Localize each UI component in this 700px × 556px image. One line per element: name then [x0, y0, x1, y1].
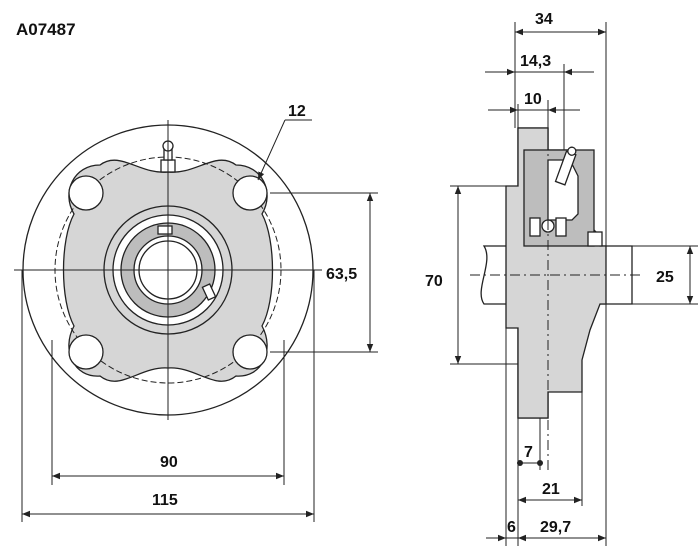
dim-offset-b: 21 — [542, 481, 560, 498]
dim-shaft-diameter: 25 — [656, 269, 674, 286]
side-view: 34 14,3 10 70 25 7 — [425, 11, 698, 546]
dim-offset-a: 7 — [524, 444, 533, 461]
hole-leader-line — [257, 119, 286, 181]
dim-bolt-spacing-vertical: 63,5 — [326, 266, 357, 283]
dim-offset-c: 6 — [507, 519, 516, 536]
set-screw-side — [201, 283, 217, 301]
front-view: 12 63,5 90 115 — [14, 103, 378, 522]
side-grease-nipple-icon — [554, 146, 577, 186]
bolt-hole-br — [232, 334, 268, 370]
dim-hole-diameter: 12 — [288, 103, 306, 120]
dim-overall-width: 34 — [535, 11, 553, 28]
seal-left — [529, 217, 541, 237]
dim-height: 70 — [425, 273, 443, 290]
dim-bolt-spacing-horizontal: 90 — [160, 454, 178, 471]
dim-width-a: 14,3 — [520, 53, 551, 70]
bolt-hole-tr — [232, 175, 268, 211]
dim-offset-d: 29,7 — [540, 519, 571, 536]
dim-width-b: 10 — [524, 91, 542, 108]
set-screw-top — [157, 225, 173, 235]
seal-right — [555, 217, 567, 237]
bolt-hole-tl — [68, 175, 104, 211]
part-code-label: A07487 — [16, 20, 76, 39]
side-set-screw — [587, 231, 603, 247]
bolt-hole-bl — [68, 334, 104, 370]
dim-flange-diameter: 115 — [152, 492, 178, 509]
